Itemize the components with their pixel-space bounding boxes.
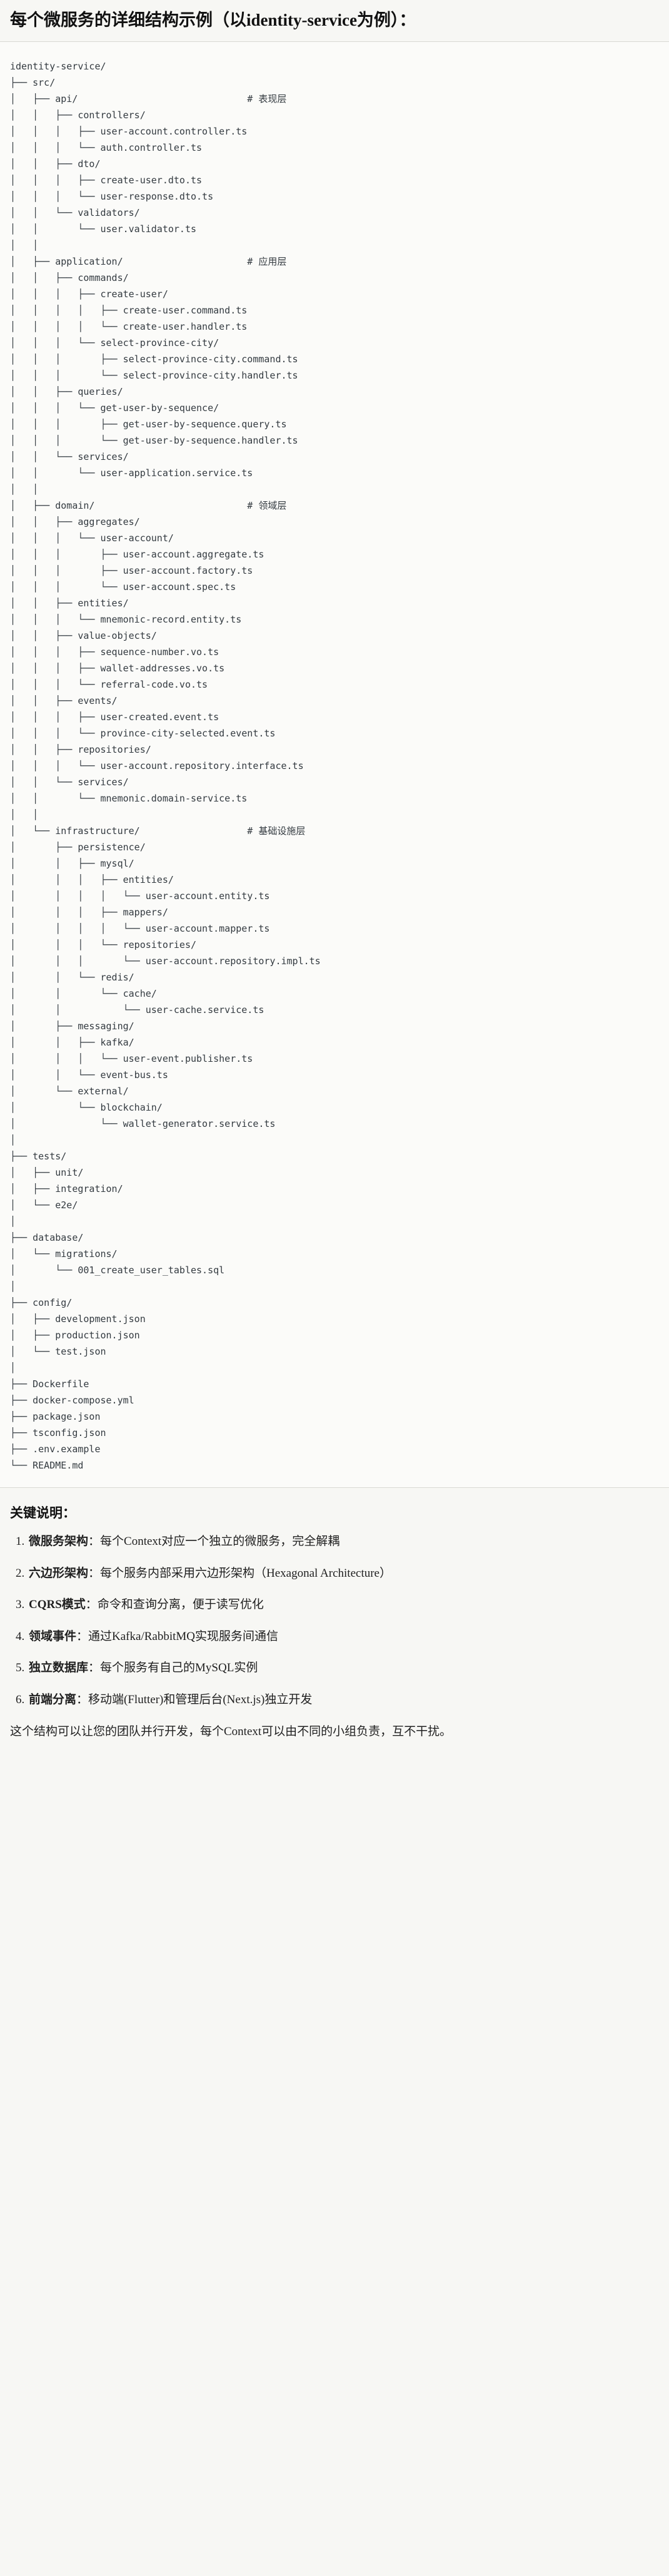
key-point-desc: 通过Kafka/RabbitMQ实现服务间通信 (88, 1629, 279, 1643)
key-point-sep: ： (88, 1566, 101, 1580)
list-item: 微服务架构：每个Context对应一个独立的微服务，完全解耦 (28, 1533, 659, 1551)
key-point-term: 六边形架构 (29, 1566, 89, 1580)
document-page: 每个微服务的详细结构示例（以identity-service为例）： ident… (0, 0, 669, 1757)
key-point-desc: 每个服务内部采用六边形架构（Hexagonal Architecture） (100, 1566, 391, 1580)
key-point-desc: 每个Context对应一个独立的微服务，完全解耦 (100, 1535, 340, 1549)
key-notes-section: 关键说明： 微服务架构：每个Context对应一个独立的微服务，完全解耦 六边形… (0, 1488, 669, 1756)
key-point-term: CQRS模式 (29, 1598, 86, 1612)
directory-tree: identity-service/ ├── src/ │ ├── api/ # … (10, 61, 321, 1472)
list-item: CQRS模式：命令和查询分离，便于读写优化 (28, 1596, 659, 1614)
key-point-desc: 移动端(Flutter)和管理后台(Next.js)独立开发 (88, 1693, 313, 1706)
title-divider (0, 41, 669, 43)
list-item: 六边形架构：每个服务内部采用六边形架构（Hexagonal Architectu… (28, 1565, 659, 1583)
key-point-sep: ： (85, 1598, 98, 1612)
page-title: 每个微服务的详细结构示例（以identity-service为例）： (10, 11, 416, 29)
key-point-sep: ： (76, 1693, 89, 1706)
key-point-term: 领域事件 (29, 1629, 77, 1643)
list-item: 前端分离：移动端(Flutter)和管理后台(Next.js)独立开发 (28, 1691, 659, 1709)
list-item: 领域事件：通过Kafka/RabbitMQ实现服务间通信 (28, 1628, 659, 1646)
key-point-sep: ： (76, 1629, 89, 1643)
list-item: 独立数据库：每个服务有自己的MySQL实例 (28, 1659, 659, 1677)
tree-divider (0, 1487, 669, 1489)
key-point-term: 独立数据库 (29, 1661, 89, 1675)
key-point-desc: 每个服务有自己的MySQL实例 (100, 1661, 258, 1675)
key-point-sep: ： (88, 1661, 101, 1675)
key-point-desc: 命令和查询分离，便于读写优化 (97, 1598, 264, 1612)
key-point-term: 前端分离 (29, 1693, 77, 1706)
closing-paragraph: 这个结构可以让您的团队并行开发，每个Context可以由不同的小组负责，互不干扰… (10, 1725, 452, 1739)
key-point-sep: ： (88, 1535, 101, 1549)
key-points-list: 微服务架构：每个Context对应一个独立的微服务，完全解耦 六边形架构：每个服… (10, 1533, 659, 1709)
notes-heading: 关键说明： (10, 1505, 76, 1521)
key-point-term: 微服务架构 (29, 1535, 89, 1549)
directory-tree-block: identity-service/ ├── src/ │ ├── api/ # … (0, 42, 669, 1488)
